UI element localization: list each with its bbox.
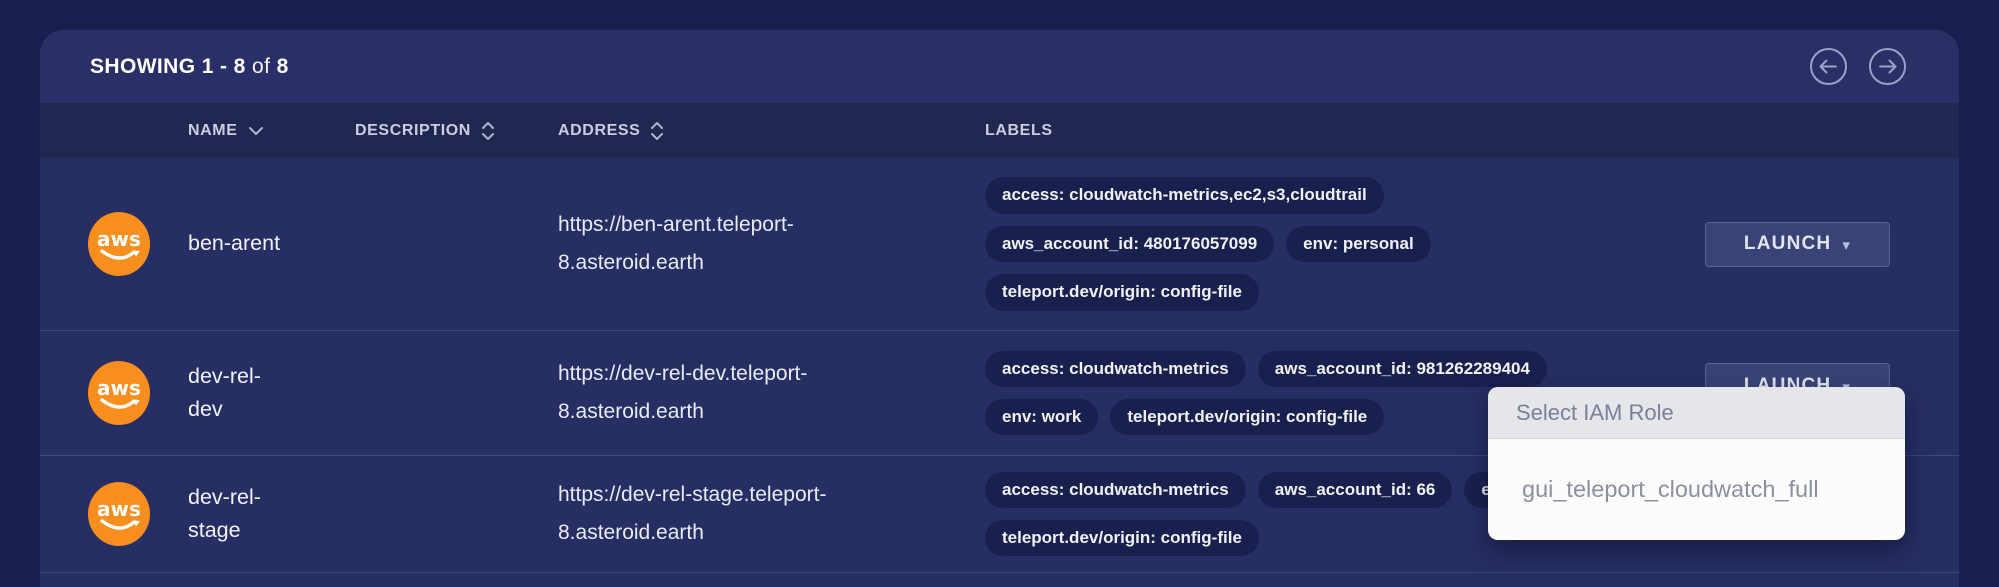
showing-total: 8: [276, 54, 289, 78]
showing-of: of: [252, 54, 271, 78]
label-pill: env: work: [985, 399, 1099, 436]
app-name-line: dev: [188, 397, 223, 421]
app-name-line: dev-rel-: [188, 363, 261, 388]
launch-button-label: LAUNCH: [1743, 233, 1832, 254]
iam-role-option[interactable]: gui_teleport_cloudwatch_full: [1522, 475, 1819, 502]
app-name: dev-rel- dev: [188, 360, 338, 427]
app-name: dev-rel- stage: [188, 481, 338, 548]
aws-logo-icon: aws: [88, 482, 150, 546]
column-header-labels: LABELS: [985, 122, 1705, 140]
column-header-address-label: ADDRESS: [558, 121, 641, 139]
caret-down-icon: ▾: [1842, 237, 1852, 254]
next-page-icon[interactable]: [1868, 47, 1907, 86]
label-pill: aws_account_id: 66: [1257, 471, 1453, 508]
app-address-line: https://ben-arent.teleport-: [558, 213, 794, 237]
table-row[interactable]: [40, 573, 1959, 587]
app-address: https://dev-rel-dev.teleport- 8.asteroid…: [558, 355, 985, 431]
svg-text:aws: aws: [97, 497, 141, 521]
column-header-description[interactable]: DESCRIPTION: [355, 121, 558, 141]
iam-role-dropdown: Select IAM Role gui_teleport_cloudwatch_…: [1488, 387, 1905, 540]
aws-logo-icon: aws: [88, 212, 150, 276]
showing-count: SHOWING 1 - 8 of 8: [90, 55, 289, 79]
table-header-row: NAME DESCRIPTION ADDRESS LABELS: [40, 103, 1959, 158]
app-address-line: https://dev-rel-dev.teleport-: [558, 362, 808, 386]
app-name-line: ben-arent: [188, 231, 281, 256]
app-address: https://dev-rel-stage.teleport- 8.astero…: [558, 476, 985, 552]
table-toolbar: SHOWING 1 - 8 of 8: [40, 30, 1959, 103]
label-pill: access: cloudwatch-metrics: [985, 350, 1246, 387]
app-labels: access: cloudwatch-metrics,ec2,s3,cloudt…: [985, 177, 1665, 311]
showing-label: SHOWING: [90, 54, 196, 78]
label-pill: access: cloudwatch-metrics,ec2,s3,cloudt…: [985, 177, 1384, 214]
prev-page-icon[interactable]: [1809, 47, 1848, 86]
launch-button[interactable]: LAUNCH ▾: [1705, 221, 1890, 267]
showing-range: 1 - 8: [201, 54, 246, 78]
sort-up-down-icon: [481, 121, 494, 140]
label-pill: env: personal: [1286, 225, 1431, 263]
app-address-line: 8.asteroid.earth: [558, 400, 704, 423]
chevron-down-icon: [248, 126, 263, 135]
app-address-line: 8.asteroid.earth: [558, 521, 704, 544]
sort-up-down-icon: [651, 121, 664, 140]
app-name: ben-arent: [188, 227, 338, 260]
app-labels: access: cloudwatch-metrics aws_account_i…: [985, 350, 1665, 436]
app-name-line: stage: [188, 518, 241, 542]
app-address-line: 8.asteroid.earth: [558, 251, 704, 274]
column-header-name-label: NAME: [188, 121, 238, 139]
label-pill: teleport.dev/origin: config-file: [985, 520, 1259, 557]
aws-logo-icon: aws: [88, 361, 150, 425]
svg-text:aws: aws: [97, 227, 141, 251]
app-address-line: https://dev-rel-stage.teleport-: [558, 483, 827, 507]
column-header-labels-label: LABELS: [985, 121, 1053, 139]
label-pill: aws_account_id: 981262289404: [1257, 350, 1547, 387]
label-pill: teleport.dev/origin: config-file: [1110, 399, 1385, 436]
app-address: https://ben-arent.teleport- 8.asteroid.e…: [558, 206, 985, 282]
column-header-description-label: DESCRIPTION: [355, 121, 471, 139]
label-pill: teleport.dev/origin: config-file: [985, 274, 1259, 311]
iam-role-dropdown-title: Select IAM Role: [1488, 387, 1905, 439]
pagination: [1809, 47, 1907, 86]
label-pill: access: cloudwatch-metrics: [985, 471, 1246, 508]
svg-text:aws: aws: [97, 376, 141, 400]
column-header-name[interactable]: NAME: [188, 122, 355, 140]
app-name-line: dev-rel-: [188, 484, 261, 509]
table-row[interactable]: aws ben-arent https://ben-arent.teleport…: [40, 158, 1959, 331]
column-header-address[interactable]: ADDRESS: [558, 121, 985, 141]
label-pill: aws_account_id: 480176057099: [985, 225, 1275, 263]
